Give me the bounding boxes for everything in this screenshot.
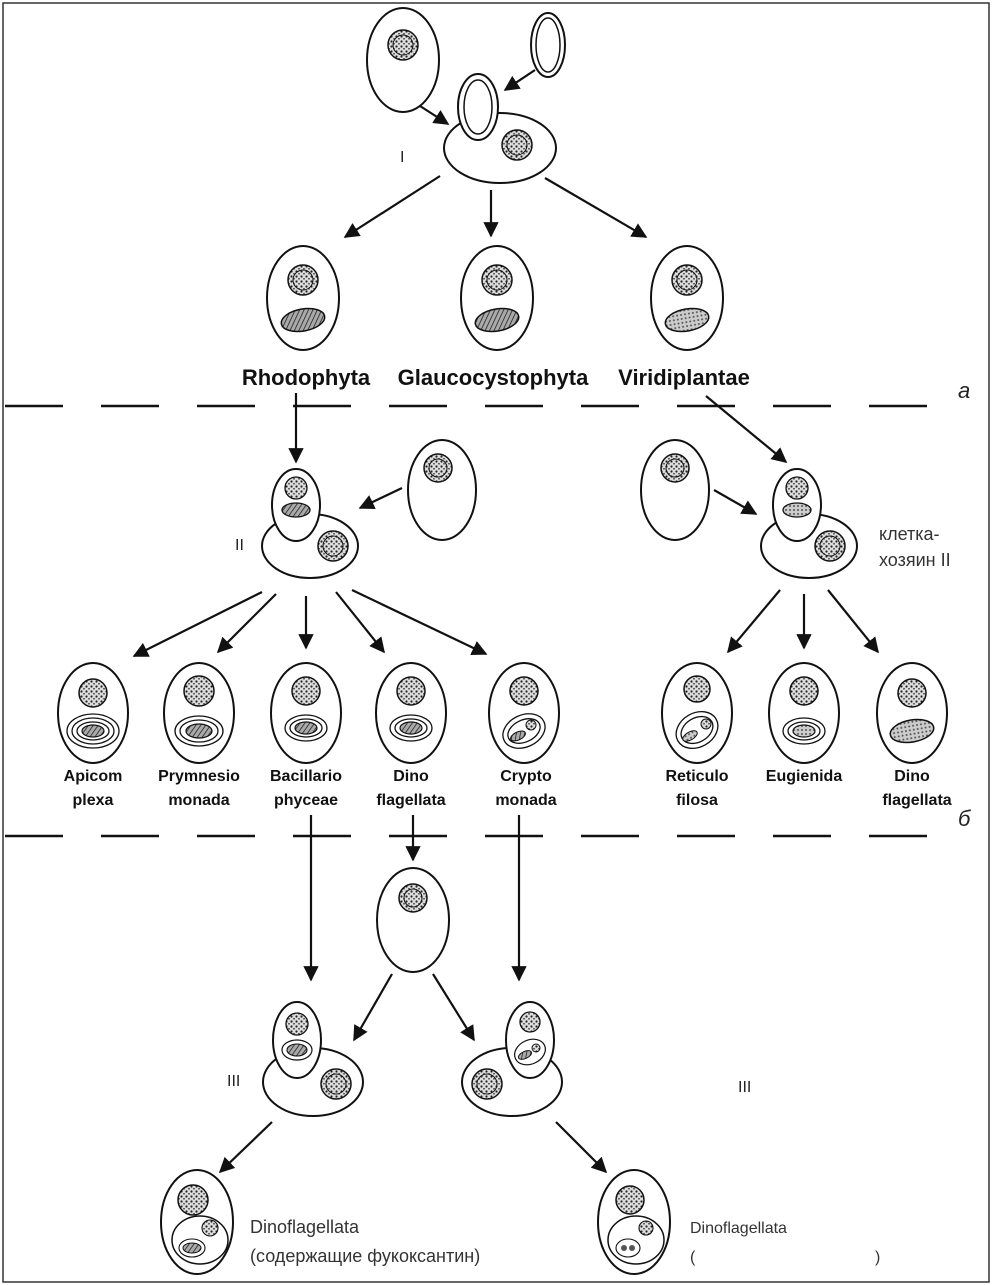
tertiary-host-cell bbox=[376, 867, 450, 973]
secondary-endosymbiosis-red bbox=[261, 468, 359, 579]
glaucocystophyta-cell bbox=[460, 245, 534, 351]
section-letter-a: а bbox=[958, 378, 970, 403]
arrow-to-tertiary-result-left bbox=[218, 1121, 273, 1174]
prymnesiomonada-label-line2: monada bbox=[168, 792, 229, 809]
arrow-to-dinoflagellata-green bbox=[827, 589, 879, 654]
arrow-eukaryote-to-merge bbox=[419, 105, 450, 125]
free-eukaryote-cell bbox=[366, 7, 440, 113]
bacillariophyceae-label-line2: phyceae bbox=[274, 792, 338, 809]
section-letter-b: б bbox=[958, 806, 972, 831]
stage-label-ii: II bbox=[235, 537, 244, 554]
arrow-to-dinoflagellata-red bbox=[335, 591, 385, 654]
tertiary-right-label-line1: Dinoflagellata bbox=[690, 1220, 787, 1237]
arrow-to-rhodophyta bbox=[343, 175, 441, 238]
arrow-host-to-secondary-red bbox=[358, 487, 403, 509]
cryptomonada-label-line2: monada bbox=[495, 792, 556, 809]
tertiary-endosymbiosis-left bbox=[262, 1001, 364, 1117]
dinoflagellata-green-label-line2: flagellata bbox=[882, 792, 951, 809]
dinoflagellata-fucoxanthin-cell bbox=[160, 1169, 234, 1275]
primary-endosymbiosis-cell bbox=[443, 73, 557, 184]
rhodophyta-cell bbox=[266, 245, 340, 351]
apicomplexa-cell bbox=[57, 662, 129, 764]
arrow-host-to-secondary-green bbox=[713, 489, 758, 515]
reticulofilosa-cell bbox=[661, 662, 733, 764]
bacillariophyceae-cell bbox=[270, 662, 342, 764]
cyanobacterium-cell bbox=[530, 12, 566, 78]
prymnesiomonada-label-line1: Prymnesio bbox=[158, 768, 240, 785]
arrow-to-tertiary-result-right bbox=[555, 1121, 608, 1174]
stage-label-iii-right: III bbox=[738, 1079, 751, 1096]
prymnesiomonada-cell bbox=[163, 662, 235, 764]
eugienida-cell bbox=[768, 662, 840, 764]
arrow-host-to-tertiary-left bbox=[353, 973, 393, 1042]
host-cell-left bbox=[407, 439, 477, 541]
host-cell-label-line2: хозяин II bbox=[879, 550, 951, 570]
dinoflagellata-green-cell bbox=[876, 662, 948, 764]
tertiary-endosymbiosis-right bbox=[461, 1001, 563, 1117]
dinoflagellata-tertiary-right-cell bbox=[597, 1169, 671, 1275]
eugienida-label: Eugienida bbox=[766, 768, 843, 785]
arrow-viridiplantae-down bbox=[705, 395, 788, 463]
apicomplexa-label-line2: plexa bbox=[73, 792, 114, 809]
arrow-cyano-to-merge bbox=[503, 69, 536, 91]
reticulofilosa-label-line2: filosa bbox=[676, 792, 718, 809]
cryptomonada-label-line1: Crypto bbox=[500, 768, 552, 785]
dinoflagellata-red-label-line2: flagellata bbox=[376, 792, 445, 809]
tertiary-left-label-line2: (содержащие фукоксантин) bbox=[250, 1246, 480, 1266]
bacillariophyceae-label-line1: Bacillario bbox=[270, 768, 342, 785]
viridiplantae-label: Viridiplantae bbox=[618, 365, 750, 390]
secondary-endosymbiosis-green bbox=[760, 468, 858, 579]
host-cell-label-line1: клетка- bbox=[879, 524, 940, 544]
viridiplantae-cell bbox=[650, 245, 724, 351]
arrow-to-apicomplexa bbox=[132, 591, 263, 657]
reticulofilosa-label-line1: Reticulo bbox=[665, 768, 728, 785]
tertiary-left-label-line1: Dinoflagellata bbox=[250, 1217, 360, 1237]
cryptomonada-cell bbox=[488, 662, 560, 764]
rhodophyta-label: Rhodophyta bbox=[242, 365, 371, 390]
apicomplexa-label-line1: Apicom bbox=[64, 768, 123, 785]
stage-label-i: I bbox=[400, 149, 404, 166]
arrow-to-viridiplantae bbox=[544, 177, 648, 238]
dinoflagellata-red-cell bbox=[375, 662, 447, 764]
dinoflagellata-red-label-line1: Dino bbox=[393, 768, 429, 785]
arrow-to-prymnesiomonada bbox=[216, 593, 277, 654]
glaucocystophyta-label: Glaucocystophyta bbox=[398, 365, 589, 390]
tertiary-right-label-paren-open: ( bbox=[690, 1249, 696, 1266]
stage-label-iii-left: III bbox=[227, 1073, 240, 1090]
host-cell-right bbox=[640, 439, 710, 541]
dinoflagellata-green-label-line1: Dino bbox=[894, 768, 930, 785]
arrow-to-reticulofilosa bbox=[727, 589, 781, 654]
arrow-to-cryptomonada bbox=[351, 589, 488, 655]
arrow-host-to-tertiary-right bbox=[432, 973, 475, 1042]
tertiary-right-label-paren-close: ) bbox=[875, 1249, 880, 1266]
